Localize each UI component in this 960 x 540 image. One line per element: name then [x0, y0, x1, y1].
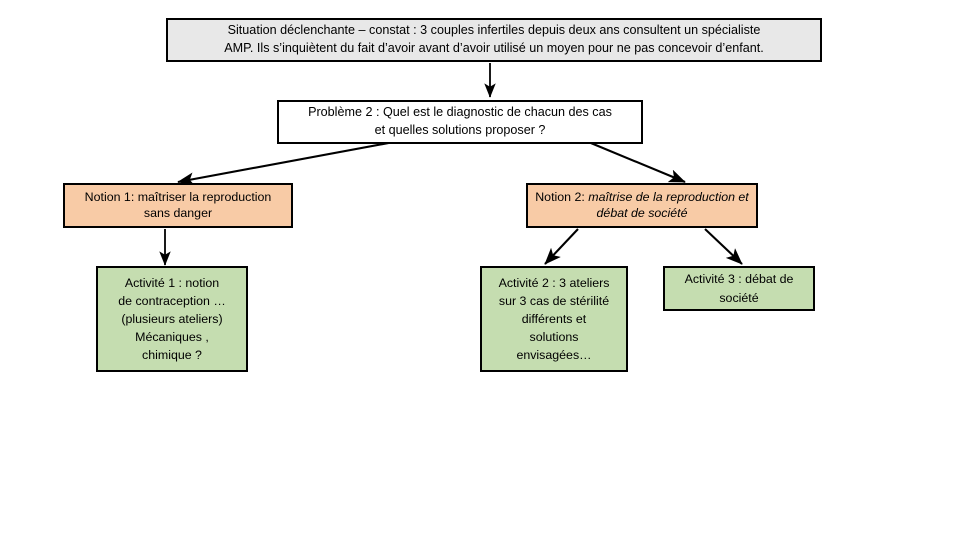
arrow-probleme-to-notion2: [585, 140, 686, 183]
node-notion-2: Notion 2: maîtrise de la reproduction et…: [526, 183, 758, 228]
node-activite1-line4: Mécaniques ,: [135, 330, 209, 345]
node-situation-line1: Situation déclenchante – constat : 3 cou…: [227, 23, 761, 38]
node-activite1-line3: (plusieurs ateliers): [121, 311, 223, 326]
node-activite2-line1: Activité 2 : 3 ateliers: [498, 275, 610, 290]
node-activite2-line4: solutions: [529, 330, 579, 345]
node-notion1-prefix: Notion 1:: [84, 189, 138, 204]
node-activite1-line5: chimique ?: [142, 348, 202, 363]
node-activite3-line1: Activité 3 : débat de: [684, 272, 794, 287]
node-probleme-line2: et quelles solutions proposer ?: [374, 123, 546, 137]
node-activite1-text: Activité 1 : notion de contraception … (…: [98, 274, 246, 365]
node-activite3-line2: société: [719, 290, 759, 305]
node-activite1-line1: Activité 1 : notion: [124, 275, 220, 290]
node-activite2-text: Activité 2 : 3 ateliers sur 3 cas de sté…: [482, 274, 626, 365]
node-notion1-emphasis: maîtriser la reproduction sans danger: [137, 189, 272, 220]
node-activite2-line3: différents et: [521, 311, 587, 326]
node-situation-declenchante: Situation déclenchante – constat : 3 cou…: [166, 18, 822, 62]
arrow-notion2-to-activite3: [704, 228, 743, 265]
node-notion2-text: Notion 2: maîtrise de la reproduction et…: [528, 190, 756, 222]
node-probleme-text: Problème 2 : Quel est le diagnostic de c…: [279, 104, 641, 140]
node-notion-1: Notion 1: maîtriser la reproduction sans…: [63, 183, 293, 228]
node-activite2-line2: sur 3 cas de stérilité: [498, 293, 610, 308]
arrow-notion2-to-activite2: [544, 228, 579, 265]
node-activite3-text: Activité 3 : débat de société: [665, 270, 813, 306]
arrow-probleme-to-notion1: [177, 140, 395, 186]
node-probleme-line1: Problème 2 : Quel est le diagnostic de c…: [308, 105, 612, 120]
node-activite-3: Activité 3 : débat de société: [663, 266, 815, 311]
node-activite-1: Activité 1 : notion de contraception … (…: [96, 266, 248, 372]
node-activite-2: Activité 2 : 3 ateliers sur 3 cas de sté…: [480, 266, 628, 372]
node-situation-line2: AMP. Ils s’inquiètent du fait d’avoir av…: [224, 41, 764, 55]
node-probleme-2: Problème 2 : Quel est le diagnostic de c…: [277, 100, 643, 144]
node-notion2-emphasis: maîtrise de la reproduction et débat de …: [588, 189, 749, 220]
node-notion1-text: Notion 1: maîtriser la reproduction sans…: [65, 190, 291, 222]
node-notion2-prefix: Notion 2:: [535, 189, 589, 204]
node-activite2-line5: envisagées…: [516, 348, 592, 363]
node-activite1-line2: de contraception …: [118, 293, 226, 308]
node-situation-text: Situation déclenchante – constat : 3 cou…: [168, 22, 820, 58]
